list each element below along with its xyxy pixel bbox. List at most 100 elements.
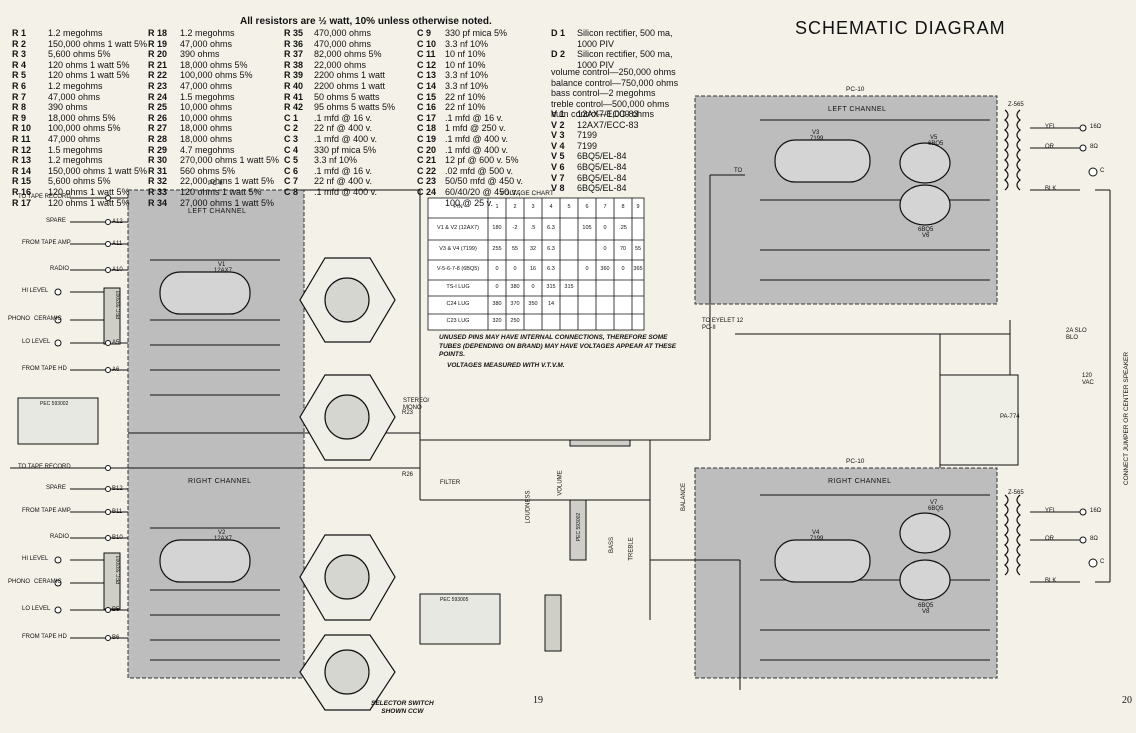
part-value: 470,000 ohms bbox=[314, 38, 372, 49]
jack-label: A12 bbox=[112, 219, 123, 225]
tube-label: V5 bbox=[930, 135, 938, 141]
voltage-chart-cell: 6.3 bbox=[547, 225, 555, 231]
part-designator: R 13 bbox=[12, 155, 32, 166]
voltage-chart-cell: 0 bbox=[513, 266, 517, 272]
voltage-chart-cell: 360 bbox=[600, 266, 610, 272]
tube-type-label: 6BQ5 bbox=[918, 603, 934, 609]
part-designator: C 12 bbox=[417, 59, 437, 70]
input-label: FROM TAPE HD bbox=[22, 366, 67, 372]
board-label-pc10-bottom: PC-10 bbox=[846, 458, 865, 465]
part-value: Silicon rectifier, 500 ma, bbox=[577, 28, 673, 38]
voltage-chart-cell: 380 bbox=[492, 301, 502, 307]
voltage-chart-cell: 6.3 bbox=[547, 266, 555, 272]
tube-envelopes bbox=[159, 139, 951, 601]
wire-color-label: YEL bbox=[1045, 124, 1057, 130]
input-jacks bbox=[54, 195, 111, 641]
control-volume: volume control—250,000 ohms bbox=[551, 67, 676, 77]
part-value: 100,000 ohms 5% bbox=[180, 70, 253, 81]
part-value: 120 ohms 1 watt 5% bbox=[48, 186, 130, 197]
parts-list-row: C 3.1 mfd @ 400 v. bbox=[284, 134, 395, 145]
loudness-label: LOUDNESS bbox=[525, 490, 532, 524]
channel-label-left: LEFT CHANNEL bbox=[188, 208, 247, 215]
part-designator: R 42 bbox=[284, 102, 304, 113]
part-designator: C 6 bbox=[284, 165, 299, 176]
fuse-label: 2A SLO BLO bbox=[1066, 328, 1087, 341]
part-value: Silicon rectifier, 500 ma, bbox=[577, 49, 673, 60]
part-value: .1 mfd @ 400 v. bbox=[445, 133, 508, 144]
tube-type-label: 12AX7 bbox=[214, 536, 233, 542]
z565-top-label: Z-565 bbox=[1008, 102, 1024, 108]
part-value: 22,000 ohms 1 watt 5% bbox=[180, 176, 275, 187]
pec-module-label: PEC 593005 bbox=[440, 597, 469, 603]
eyelet-label: TO EYELET 12 PC-II bbox=[702, 318, 744, 331]
part-designator: D 2 bbox=[551, 49, 566, 60]
part-value: 120 ohms 1 watt 5% bbox=[48, 59, 130, 70]
voltage-chart-cell: V1 & V2 (12AX7) bbox=[437, 225, 479, 231]
part-value: 120 ohms 1 watt 5% bbox=[48, 70, 130, 81]
voltage-chart-cell: 315 bbox=[564, 284, 574, 290]
pec-module-label: PEC 593003 bbox=[116, 290, 123, 320]
part-value: 2200 ohms 1 watt bbox=[314, 70, 386, 81]
part-value: 3.3 nf 10% bbox=[445, 38, 489, 49]
part-value: 1.2 megohms bbox=[48, 28, 103, 38]
input-label: FROM TAPE AMP bbox=[22, 240, 71, 246]
part-designator: R 29 bbox=[148, 144, 168, 155]
tube-label: V4 bbox=[812, 530, 820, 536]
bass-label: BASS bbox=[609, 536, 616, 554]
part-value: 3.3 nf 10% bbox=[445, 70, 489, 81]
parts-list-row: C 13 3.3 nf 10% bbox=[417, 70, 523, 81]
voltage-chart-cell: 0 bbox=[495, 284, 499, 290]
part-value: .1 mfd @ 400 v. bbox=[314, 186, 377, 197]
tube-type-label: 7199 bbox=[810, 136, 824, 142]
part-designator: C 13 bbox=[417, 70, 437, 81]
parts-list-row: 1000 PIV bbox=[551, 60, 673, 71]
part-designator: R 31 bbox=[148, 165, 168, 176]
voltage-chart-cell: 365 bbox=[633, 266, 643, 272]
voltage-chart-cell: 7 bbox=[603, 204, 607, 210]
part-value: 100 @ 25 v. bbox=[445, 197, 493, 208]
part-designator: R 22 bbox=[148, 70, 168, 81]
pec-module-label: PEC 593003 bbox=[116, 555, 123, 585]
tube-label: V1 bbox=[218, 262, 226, 268]
part-designator: R 21 bbox=[148, 59, 168, 70]
part-designator: C 22 bbox=[417, 165, 437, 176]
part-designator: V 2 bbox=[551, 119, 565, 130]
voltage-chart-cell: 255 bbox=[492, 246, 502, 252]
tube-type-label: 6BQ5 bbox=[918, 227, 934, 233]
tube-label: V8 bbox=[922, 609, 930, 615]
jack-label: A11 bbox=[112, 241, 123, 247]
part-designator: V 3 bbox=[551, 130, 565, 141]
input-label: LO LEVEL bbox=[22, 339, 51, 345]
tube-v4-envelope bbox=[774, 539, 871, 583]
part-value: 18,000 ohms bbox=[180, 123, 233, 134]
part-value: .1 mfd @ 400 v. bbox=[445, 144, 508, 155]
output-common-label: C bbox=[1100, 559, 1105, 565]
selector-switch-wafers bbox=[299, 257, 396, 711]
part-value: 22 nf 10% bbox=[445, 102, 486, 113]
part-designator: R 4 bbox=[12, 59, 27, 70]
part-value: 50/50 mfd @ 450 v. bbox=[445, 176, 524, 187]
output-jacks bbox=[1079, 124, 1098, 568]
tube-type-label: 6BQ5 bbox=[928, 506, 944, 512]
part-value: 270,000 ohms 1 watt 5% bbox=[180, 155, 280, 166]
